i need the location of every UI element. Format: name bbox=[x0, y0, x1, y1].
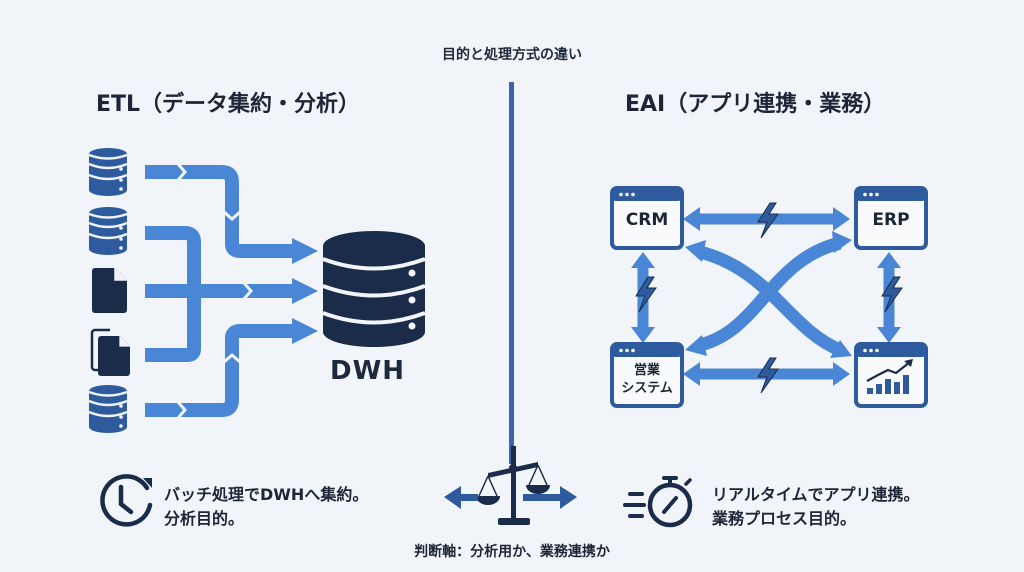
arrowhead-1 bbox=[292, 238, 318, 264]
app-window-erp bbox=[854, 186, 928, 250]
erp-label: ERP bbox=[872, 210, 910, 230]
lightning-icon-left bbox=[635, 276, 657, 313]
left-arrow-icon bbox=[444, 486, 478, 509]
eai-section-title: EAI（アプリ連携・業務） bbox=[625, 92, 886, 117]
arrowhead-2 bbox=[292, 278, 318, 304]
clock-refresh-icon bbox=[100, 474, 153, 527]
sales-system-label-line-1: 営業 bbox=[633, 363, 660, 378]
balance-scale-icon bbox=[476, 446, 550, 525]
source-database-icon-3 bbox=[87, 383, 129, 435]
sales-system-label: 営業 システム bbox=[612, 362, 682, 398]
eai-caption-line-2: 業務プロセス目的。 bbox=[712, 509, 857, 528]
sales-system-label-line-2: システム bbox=[621, 381, 673, 396]
eai-caption: リアルタイムでアプリ連携。 業務プロセス目的。 bbox=[712, 483, 920, 531]
lightning-icon-bottom bbox=[757, 357, 779, 394]
crm-label: CRM bbox=[625, 210, 669, 230]
stopwatch-icon bbox=[623, 476, 693, 528]
app-window-crm bbox=[610, 186, 684, 250]
etl-arrowheads bbox=[292, 238, 318, 344]
lightning-icons bbox=[635, 202, 903, 394]
eai-caption-line-1: リアルタイムでアプリ連携。 bbox=[712, 485, 920, 504]
etl-caption-line-2: 分析目的。 bbox=[164, 509, 245, 528]
flow-arrow-1 bbox=[145, 165, 295, 258]
right-arrow-icon bbox=[523, 486, 577, 509]
etl-section-title: ETL（データ集約・分析） bbox=[96, 92, 361, 117]
etl-flow-arrows bbox=[145, 165, 295, 417]
etl-caption-line-1: バッチ処理でDWHへ集約。 bbox=[164, 485, 369, 504]
source-database-icon-1 bbox=[87, 146, 129, 198]
flow-arrow-5 bbox=[145, 324, 295, 417]
source-database-icon-2 bbox=[87, 205, 129, 257]
link-crm-sales bbox=[631, 252, 655, 343]
etl-chevrons bbox=[176, 164, 253, 418]
arrowhead-3 bbox=[292, 318, 318, 344]
source-file-icon bbox=[92, 268, 127, 313]
lightning-icon-right bbox=[881, 276, 903, 313]
curve-crm-analytics bbox=[698, 245, 843, 357]
lightning-icon-top bbox=[757, 202, 779, 239]
dwh-database-icon bbox=[322, 231, 426, 347]
source-files-copy-icon bbox=[90, 328, 130, 376]
dwh-label: DWH bbox=[330, 356, 406, 386]
link-erp-analytics bbox=[877, 252, 901, 343]
app-window-sales-system bbox=[610, 342, 684, 408]
section-divider bbox=[509, 82, 514, 464]
curve-sales-erp bbox=[698, 236, 842, 352]
diagram-title: 目的と処理方式の違い bbox=[442, 47, 582, 63]
app-window-analytics bbox=[854, 342, 928, 408]
decision-axis-caption: 判断軸：分析用か、業務連携か bbox=[414, 544, 610, 560]
chart-growth-icon bbox=[866, 359, 913, 394]
etl-caption: バッチ処理でDWHへ集約。 分析目的。 bbox=[164, 483, 368, 531]
